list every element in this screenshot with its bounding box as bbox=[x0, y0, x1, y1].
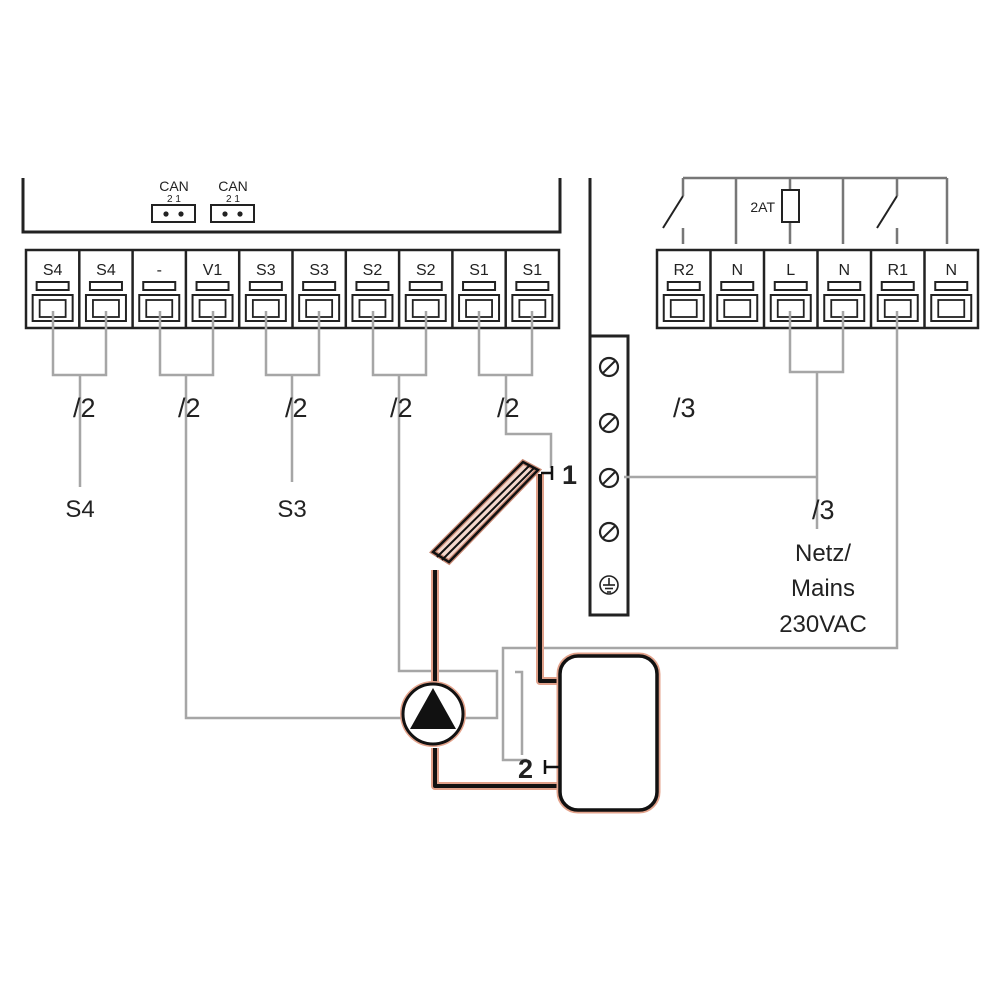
relay-terminal-block: R2 N L N R1 N bbox=[655, 248, 980, 330]
relay-terminal-label: R1 bbox=[888, 262, 909, 279]
sensor-label-s4: S4 bbox=[65, 496, 94, 523]
relay-terminal-label: N bbox=[838, 262, 850, 279]
relay-terminal-label: R2 bbox=[674, 262, 695, 279]
relay-terminal-label: N bbox=[945, 262, 957, 279]
sensor-terminal-label: S3 bbox=[256, 262, 276, 279]
relay-internal-wiring bbox=[662, 176, 949, 244]
cable-mark-s3: /2 bbox=[285, 393, 308, 423]
can-connector-2: CAN 2 1 bbox=[210, 178, 255, 223]
sensor-terminal-3: V1 bbox=[184, 250, 234, 328]
strip-screws bbox=[598, 356, 620, 543]
collector-sensor-number: 1 bbox=[562, 460, 577, 490]
sensor-terminal-label: S4 bbox=[43, 262, 63, 279]
sensor-terminal-label: S2 bbox=[363, 262, 383, 279]
mains-label-line-3: 230VAC bbox=[779, 611, 867, 638]
cable-mark-s1: /2 bbox=[497, 393, 520, 423]
screw-icon bbox=[598, 521, 620, 543]
solar-collector bbox=[429, 458, 543, 566]
cable-mark-mains: /3 bbox=[812, 495, 835, 525]
can-label: CAN bbox=[218, 178, 248, 194]
cable-mark-v1: /2 bbox=[178, 393, 201, 423]
sensor-terminal-label: S1 bbox=[523, 262, 543, 279]
cable-marks: /2 /2 /2 /2 /2 /3 /3 bbox=[73, 393, 835, 525]
can-connector-1: CAN 2 1 bbox=[151, 178, 196, 223]
mains-label-line-1: Netz/ bbox=[795, 540, 851, 567]
mains-label: Netz/ Mains 230VAC bbox=[779, 540, 867, 638]
screw-icon bbox=[598, 356, 620, 378]
sensor-terminal-8: S1 bbox=[451, 250, 501, 328]
storage-sensor-point: 2 bbox=[518, 754, 560, 784]
sensor-terminal-block: S4 S4 - V1 S3 S3 S2 S2 S1 S1 bbox=[24, 248, 561, 330]
fuse-2at: 2AT bbox=[750, 189, 800, 223]
can-pin-numbers: 2 1 bbox=[167, 194, 181, 205]
earth-terminal-strip bbox=[588, 178, 630, 617]
signal-cables bbox=[51, 311, 899, 762]
sensor-terminal-label: S3 bbox=[309, 262, 329, 279]
sensor-label-s3: S3 bbox=[277, 496, 306, 523]
sensor-terminal-label: S4 bbox=[96, 262, 116, 279]
fuse-label: 2AT bbox=[750, 199, 775, 215]
pump-icon bbox=[400, 681, 466, 747]
mains-label-line-2: Mains bbox=[791, 575, 855, 602]
sensor-terminal-label: V1 bbox=[203, 262, 223, 279]
can-label: CAN bbox=[159, 178, 189, 194]
relay-terminal-5: N bbox=[923, 250, 973, 328]
controller-housing bbox=[21, 178, 562, 234]
relay-terminal-0: R2 bbox=[662, 262, 705, 322]
sensor-terminal-0: S4 bbox=[31, 262, 74, 322]
cable-mark-relay: /3 bbox=[673, 393, 696, 423]
screw-icon bbox=[598, 467, 620, 489]
sensor-terminal-label: S2 bbox=[416, 262, 436, 279]
sensor-terminal-5: S3 bbox=[291, 250, 341, 328]
sensor-terminal-9: S1 bbox=[504, 250, 554, 328]
sensor-terminal-label: S1 bbox=[469, 262, 489, 279]
screw-icon bbox=[598, 412, 620, 434]
can-pin-numbers: 2 1 bbox=[226, 194, 240, 205]
cable-mark-s4: /2 bbox=[73, 393, 96, 423]
sensor-terminal-label: - bbox=[157, 262, 162, 279]
earth-symbol-icon bbox=[599, 575, 619, 595]
cable-mark-s2: /2 bbox=[390, 393, 413, 423]
storage-tank bbox=[556, 652, 661, 814]
relay-terminal-label: N bbox=[731, 262, 743, 279]
collector-sensor-point: 1 bbox=[541, 460, 577, 490]
storage-sensor-number: 2 bbox=[518, 754, 533, 784]
relay-terminal-label: L bbox=[786, 262, 795, 279]
relay-terminal-1: N bbox=[709, 250, 759, 328]
sensor-terminal-2: - bbox=[131, 250, 181, 328]
